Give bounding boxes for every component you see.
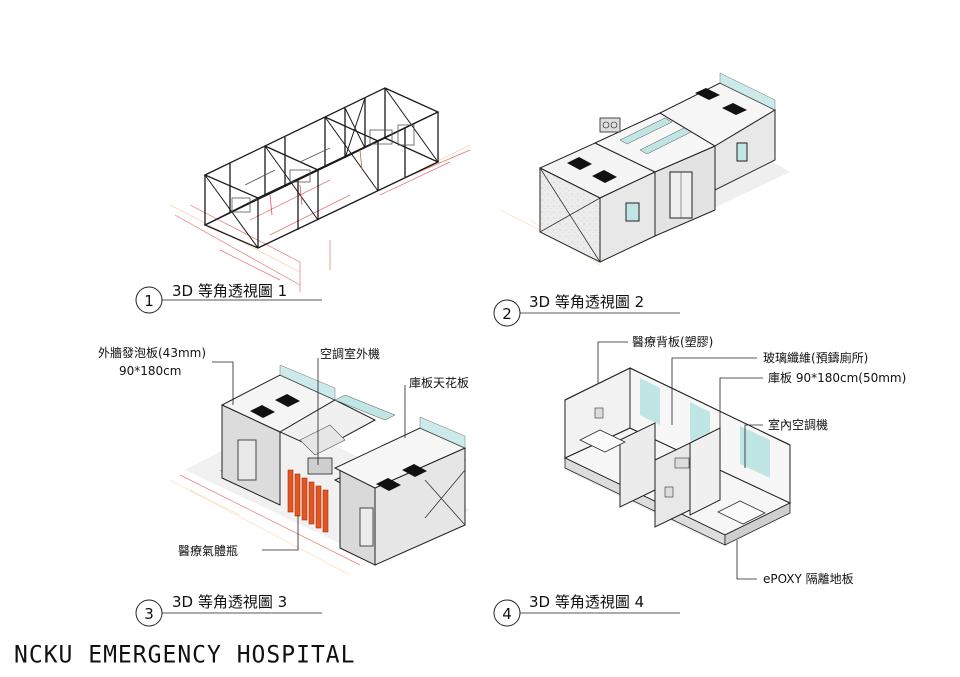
label-ac-outdoor-unit: 空調室外機 [320,346,380,361]
label-fiberglass-toilet: 玻璃纖維(預鑄廁所) [763,350,868,365]
view-4-section-drawing [563,341,792,580]
view-3-title-block: 3 3D 等角透視圖 3 [135,593,322,627]
view-1-wireframe-drawing [169,87,471,292]
label-epoxy-floor: ePOXY 隔離地板 [763,572,854,586]
view-4-labels: 醫療背板(塑膠) 玻璃纖維(預鑄廁所) 庫板 90*180cm(50mm) 室內… [632,334,906,586]
view-2-exterior-drawing [499,72,790,266]
view-2-title-block: 2 3D 等角透視圖 2 [493,293,680,327]
view-3-title: 3D 等角透視圖 3 [172,593,287,611]
view-1-title-block: 1 3D 等角透視圖 1 [135,282,322,314]
view-4-title: 3D 等角透視圖 4 [529,593,644,611]
label-gas-cylinder: 醫療氣體瓶 [178,544,238,558]
project-title: NCKU EMERGENCY HOSPITAL [14,641,356,669]
label-indoor-ac: 室內空調機 [768,417,828,432]
label-ceiling-panel: 庫板天花板 [409,375,469,390]
label-exterior-panel-size: 90*180cm [119,364,181,378]
view-4-title-block: 4 3D 等角透視圖 4 [493,593,680,627]
view-3-labels: 外牆發泡板(43mm) 90*180cm 空調室外機 庫板天花板 醫療氣體瓶 [98,345,469,558]
view-2-number: 2 [502,305,512,323]
view-2-title: 3D 等角透視圖 2 [529,293,644,311]
label-medical-backboard: 醫療背板(塑膠) [632,334,713,349]
view-4-number: 4 [502,605,512,623]
view-1-title: 3D 等角透視圖 1 [172,282,287,300]
view-3-number: 3 [144,605,154,623]
label-storage-panel: 庫板 90*180cm(50mm) [768,371,906,385]
view-1-number: 1 [144,292,154,310]
label-exterior-panel: 外牆發泡板(43mm) [98,345,206,360]
view-3-exterior-drawing [169,358,470,576]
